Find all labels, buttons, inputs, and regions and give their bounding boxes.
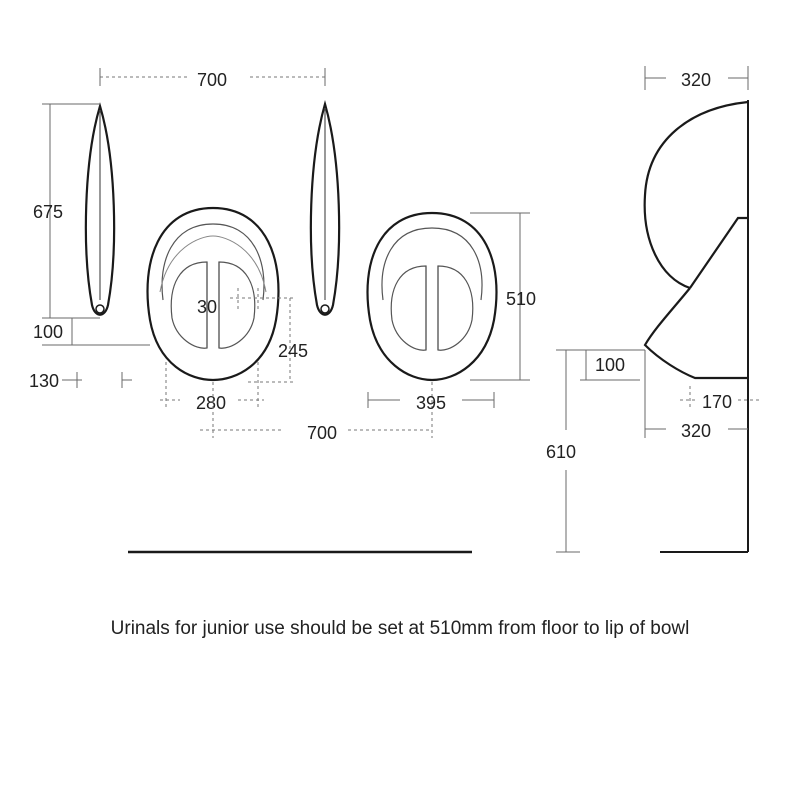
dimension-395: 395 — [367, 392, 495, 413]
dimension-label-100-left: 100 — [33, 322, 63, 342]
dimension-label-170: 170 — [702, 392, 732, 412]
dimension-label-245: 245 — [278, 341, 308, 361]
left-bowl-front — [146, 206, 280, 382]
dimension-label-130: 130 — [29, 371, 59, 391]
dimension-320-bottom: 320 — [644, 350, 748, 441]
dimension-label-610: 610 — [546, 442, 576, 462]
dimension-510: 510 — [470, 212, 536, 381]
dimension-245: 245 — [248, 297, 308, 383]
left-slim-panel — [84, 102, 116, 316]
dimension-100-left: 100 — [33, 318, 150, 346]
dimension-label-280: 280 — [196, 393, 226, 413]
dimension-label-30: 30 — [197, 297, 217, 317]
side-elevation — [643, 100, 749, 553]
dimension-label-100-side: 100 — [595, 355, 625, 375]
dimension-280: 280 — [160, 362, 264, 413]
dimension-bottom-700: 700 — [200, 382, 433, 443]
dimension-top-700: 700 — [99, 68, 326, 90]
dimension-675: 675 — [33, 103, 100, 319]
dimension-320-top: 320 — [644, 66, 749, 90]
right-bowl-front — [366, 211, 498, 382]
dimension-610: 610 — [546, 349, 580, 553]
dimension-100-side: 100 — [580, 349, 645, 381]
dimension-label-700-bottom: 700 — [307, 423, 337, 443]
dimension-label-395: 395 — [416, 393, 446, 413]
middle-slim-panel — [309, 99, 341, 316]
dimension-label-700-top: 700 — [197, 70, 227, 90]
dimension-label-510: 510 — [506, 289, 536, 309]
dimension-label-675: 675 — [33, 202, 63, 222]
dimension-label-320-bottom: 320 — [681, 421, 711, 441]
dimension-130: 130 — [29, 371, 132, 391]
dimension-30: 30 — [197, 288, 268, 317]
dimension-label-320-top: 320 — [681, 70, 711, 90]
caption: Urinals for junior use should be set at … — [110, 618, 690, 639]
dimension-170: 170 — [680, 386, 760, 412]
